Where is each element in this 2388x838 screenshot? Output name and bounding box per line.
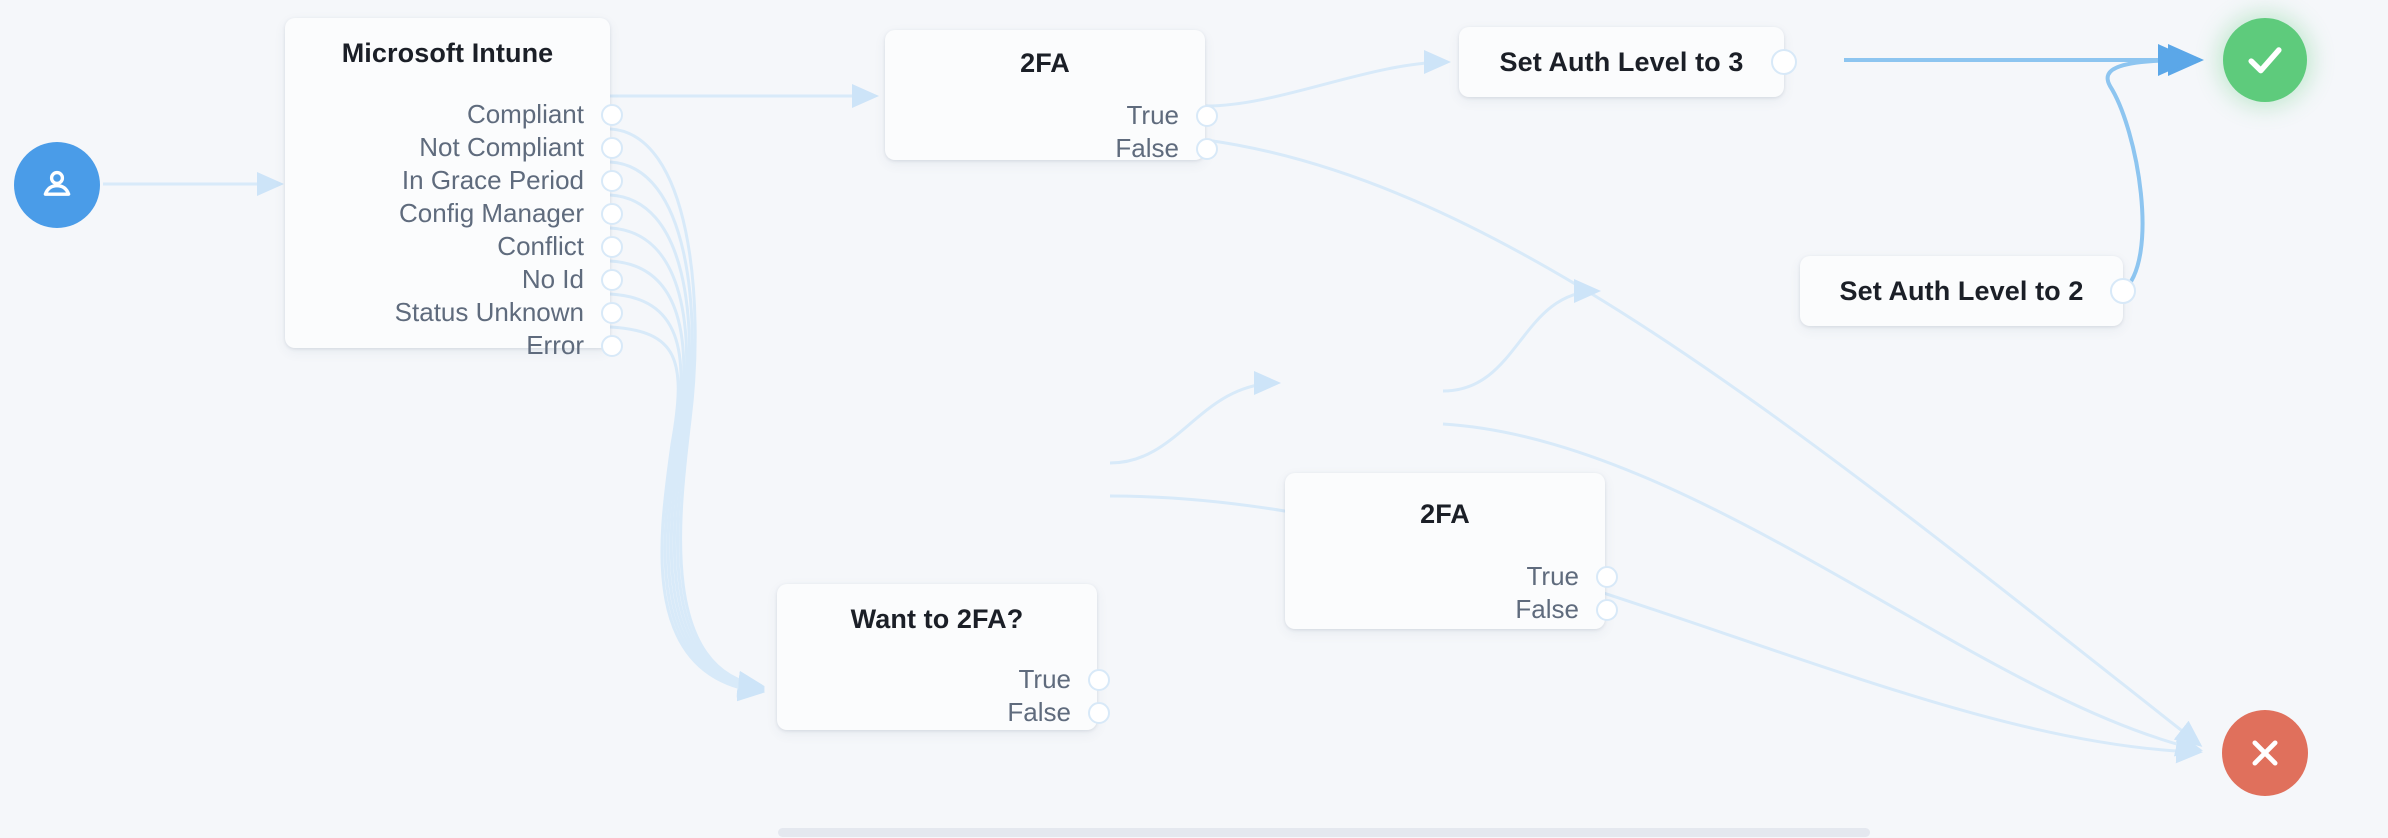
port-conflict[interactable]: Conflict (285, 230, 623, 263)
port-true[interactable]: True (1285, 560, 1618, 593)
node-title: Microsoft Intune (341, 38, 554, 68)
port-label: False (1515, 594, 1579, 624)
port-label: Status Unknown (394, 297, 584, 327)
port-no-id[interactable]: No Id (285, 263, 623, 296)
port-dot[interactable] (1596, 598, 1618, 621)
output-dot[interactable] (2110, 278, 2136, 304)
port-true[interactable]: True (885, 99, 1218, 132)
port-label: True (1126, 100, 1180, 130)
port-false[interactable]: False (1285, 593, 1618, 626)
port-label: In Grace Period (401, 165, 584, 195)
node-2fa-top[interactable]: 2FA True False (885, 30, 1218, 163)
port-dot[interactable] (1596, 565, 1618, 588)
port-label: True (1018, 664, 1072, 694)
port-compliant[interactable]: Compliant (285, 98, 623, 131)
node-title: 2FA (1020, 48, 1070, 78)
node-title: Set Auth Level to 2 (1839, 275, 2084, 306)
port-dot[interactable] (1088, 701, 1110, 724)
port-dot[interactable] (1088, 668, 1110, 691)
port-label: No Id (521, 264, 584, 294)
endpoint-failure[interactable] (2222, 710, 2308, 796)
node-title: Want to 2FA? (850, 604, 1024, 634)
port-dot[interactable] (601, 103, 623, 126)
port-dot[interactable] (601, 235, 623, 258)
horizontal-scrollbar[interactable] (778, 828, 1870, 837)
port-dot[interactable] (601, 334, 623, 357)
port-dot[interactable] (601, 169, 623, 192)
port-config-manager[interactable]: Config Manager (285, 197, 623, 230)
port-false[interactable]: False (885, 132, 1218, 165)
port-error[interactable]: Error (285, 329, 623, 362)
node-set-auth-level-3[interactable]: Set Auth Level to 3 (1459, 27, 1797, 97)
port-label: Not Compliant (419, 132, 584, 162)
port-false[interactable]: False (777, 696, 1110, 729)
port-not-compliant[interactable]: Not Compliant (285, 131, 623, 164)
port-status-unknown[interactable]: Status Unknown (285, 296, 623, 329)
port-dot[interactable] (601, 268, 623, 291)
port-dot[interactable] (601, 202, 623, 225)
port-in-grace-period[interactable]: In Grace Period (285, 164, 623, 197)
port-true[interactable]: True (777, 663, 1110, 696)
node-want-to-2fa[interactable]: Want to 2FA? True False (777, 584, 1110, 730)
node-2fa-bottom[interactable]: 2FA True False (1285, 473, 1618, 629)
endpoint-success[interactable] (2223, 18, 2307, 102)
port-dot[interactable] (1196, 104, 1218, 127)
port-label: Compliant (466, 99, 584, 129)
port-label: False (1115, 133, 1179, 163)
port-label: True (1526, 561, 1580, 591)
port-label: Conflict (497, 231, 584, 261)
port-label: Error (526, 330, 584, 360)
person-icon (36, 164, 78, 206)
port-dot[interactable] (601, 136, 623, 159)
close-icon (2244, 732, 2286, 774)
port-dot[interactable] (601, 301, 623, 324)
port-label: Config Manager (399, 198, 584, 228)
node-title: 2FA (1420, 499, 1470, 529)
output-dot[interactable] (1771, 49, 1797, 75)
port-dot[interactable] (1196, 137, 1218, 160)
node-microsoft-intune[interactable]: Microsoft Intune Compliant Not Compliant… (285, 18, 623, 360)
node-set-auth-level-2[interactable]: Set Auth Level to 2 (1800, 256, 2136, 326)
check-icon (2242, 37, 2288, 83)
node-title: Set Auth Level to 3 (1499, 46, 1744, 77)
port-label: False (1007, 697, 1071, 727)
start-user-node[interactable] (14, 142, 100, 228)
